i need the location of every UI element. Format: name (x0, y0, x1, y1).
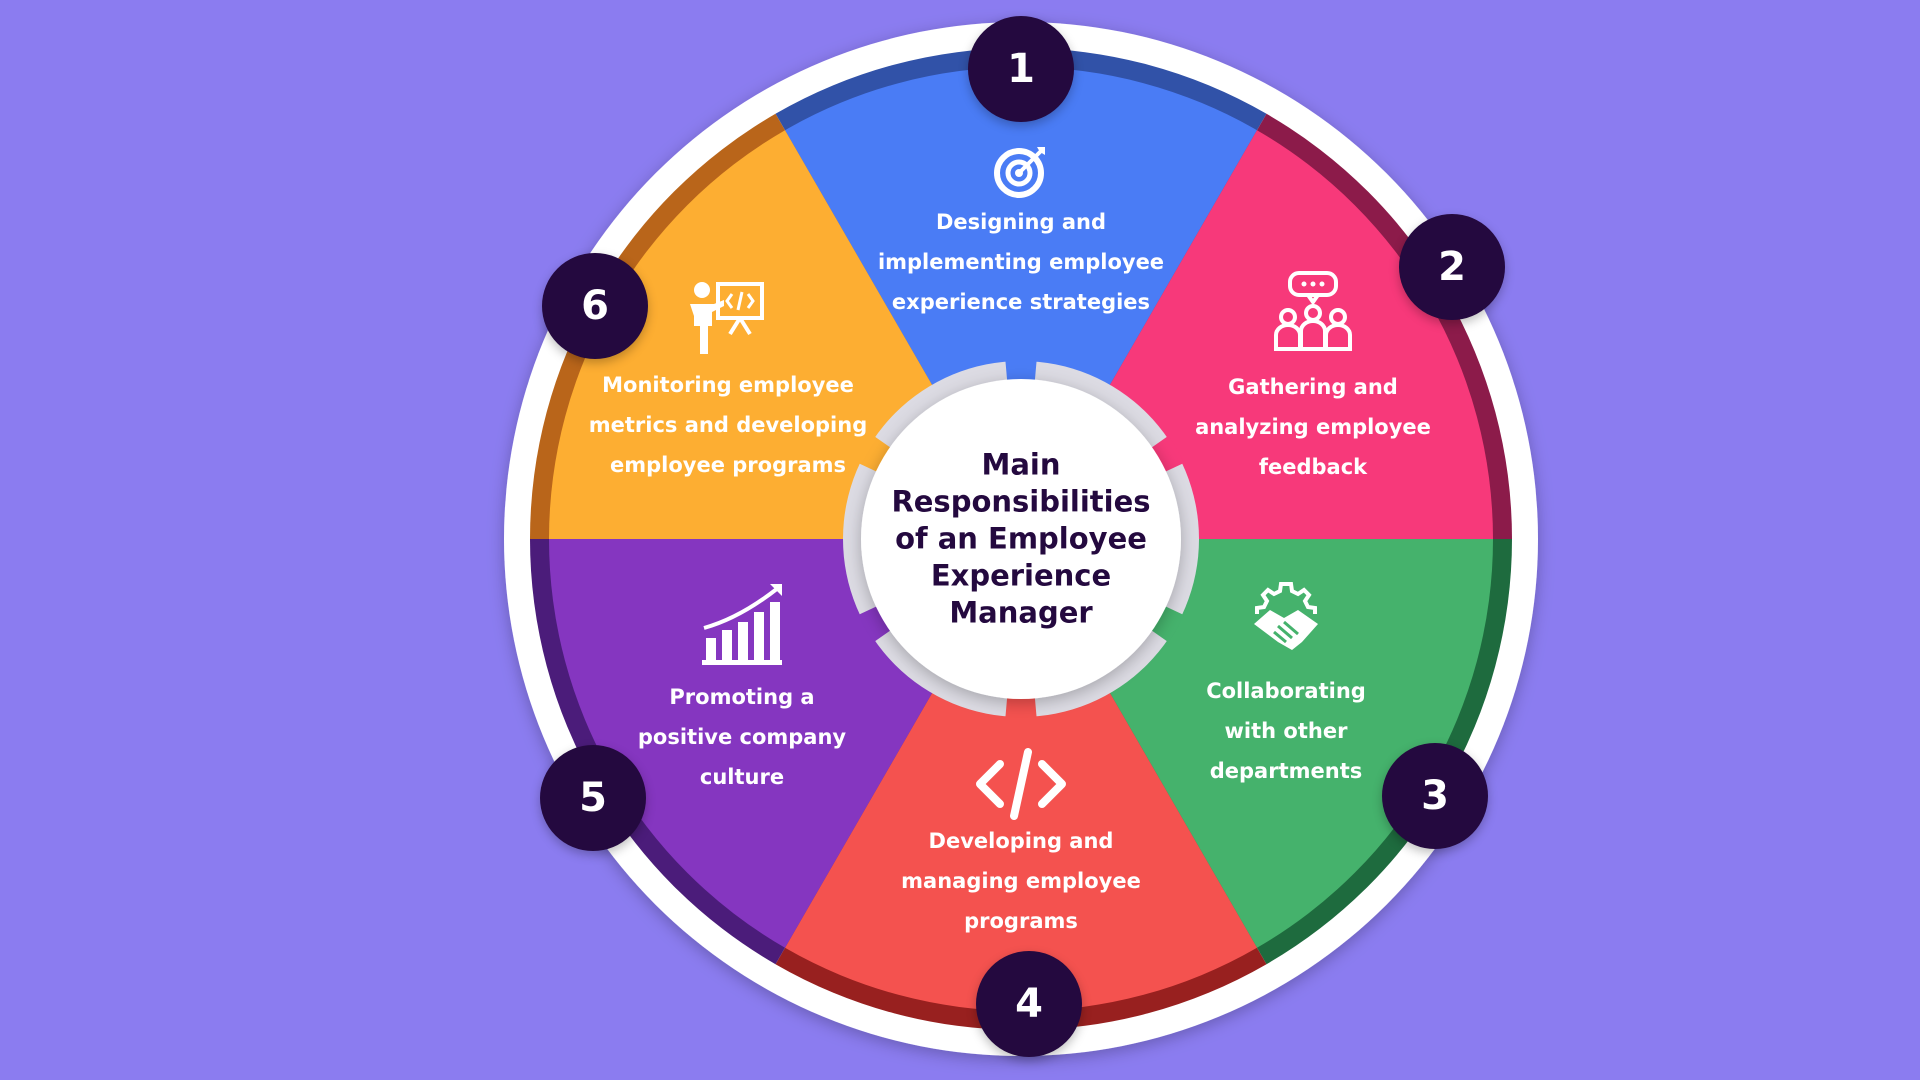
code-icon (976, 748, 1066, 820)
text-line: feedback (1258, 455, 1368, 479)
text-line: programs (964, 909, 1078, 933)
presenter-icon (690, 282, 764, 354)
text-line: analyzing employee (1195, 415, 1431, 439)
center-circle (861, 379, 1181, 699)
step-badge-5: 5 (540, 745, 646, 851)
step-badge-1: 1 (968, 16, 1074, 122)
diagram-title: Main Responsibilities of an Employee Exp… (871, 447, 1171, 632)
text-line: Monitoring employee (602, 373, 854, 397)
text-line: experience strategies (891, 290, 1151, 314)
target-icon (994, 147, 1045, 198)
segment-4-text: Developing and managing employee program… (861, 821, 1181, 941)
step-badge-4: 4 (976, 951, 1082, 1057)
segment-5-text: Promoting a positive company culture (582, 677, 902, 797)
text-line: positive company (637, 725, 847, 749)
text-line: Promoting a (669, 685, 815, 709)
title-line: of an Employee (895, 521, 1147, 556)
segment-1-wedge (785, 67, 1257, 540)
text-line: metrics and developing (588, 413, 868, 437)
segment-6-text: Monitoring employee metrics and developi… (568, 365, 888, 485)
segment-3-text: Collaborating with other departments (1126, 671, 1446, 791)
handshake-gear-icon (1254, 582, 1318, 650)
step-badge-2: 2 (1399, 214, 1505, 320)
text-line: employee programs (609, 453, 847, 477)
text-line: departments (1209, 759, 1363, 783)
title-line: Manager (949, 595, 1093, 630)
text-line: Designing and (936, 210, 1106, 234)
title-line: Main (981, 447, 1061, 482)
text-line: managing employee (901, 869, 1141, 893)
segment-2-text: Gathering and analyzing employee feedbac… (1153, 367, 1473, 487)
title-line: Experience (930, 558, 1112, 593)
step-badge-6: 6 (542, 253, 648, 359)
text-line: Developing and (928, 829, 1114, 853)
title-line: Responsibilities (891, 484, 1151, 519)
text-line: implementing employee (877, 250, 1165, 274)
text-line: with other (1224, 719, 1348, 743)
text-line: Gathering and (1228, 375, 1398, 399)
segment-1-text: Designing and implementing employee expe… (861, 202, 1181, 322)
team-feedback-icon (1274, 271, 1352, 351)
text-line: Collaborating (1206, 679, 1366, 703)
growth-chart-icon (702, 584, 782, 665)
text-line: culture (699, 765, 785, 789)
step-badge-3: 3 (1382, 743, 1488, 849)
